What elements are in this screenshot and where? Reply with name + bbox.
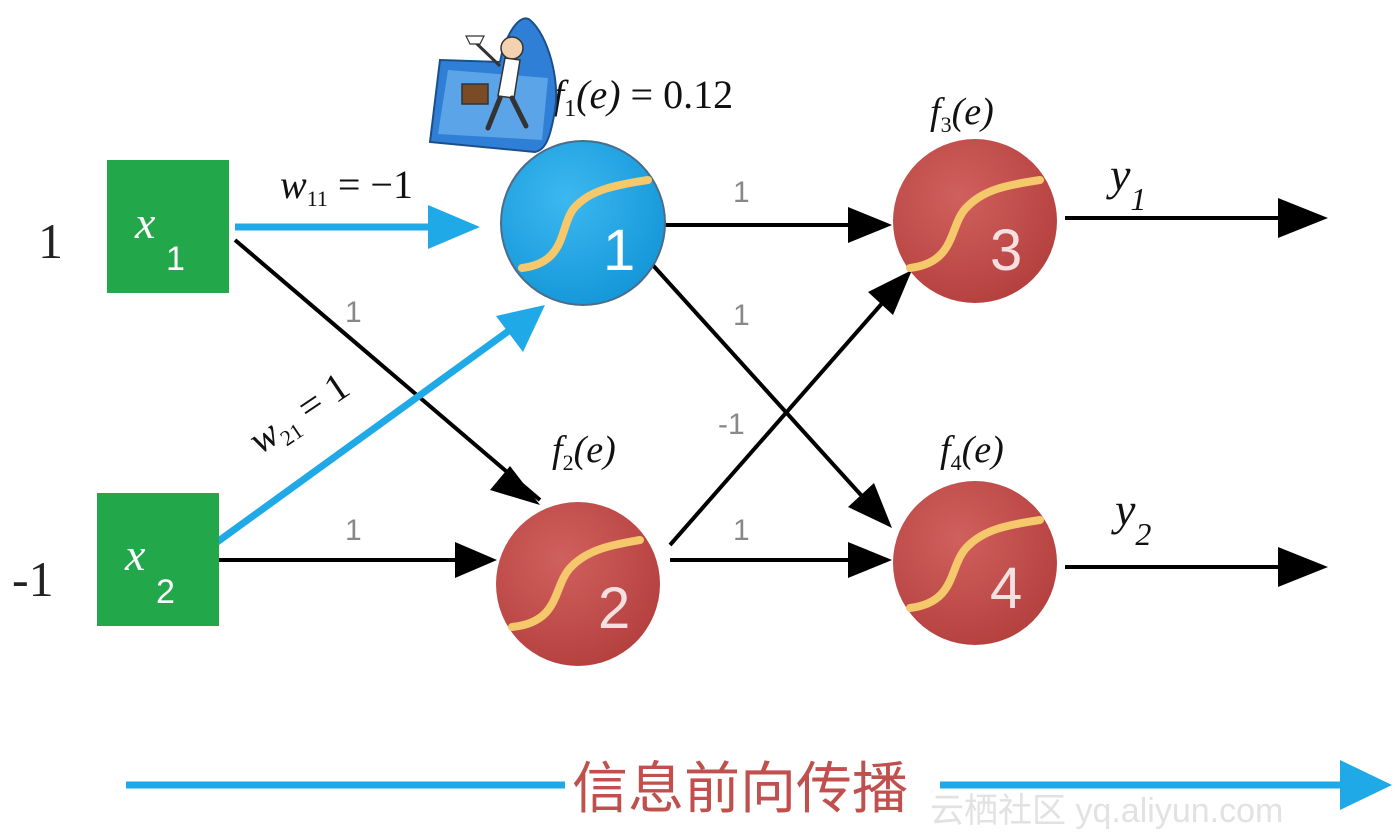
neuron-1: 1 xyxy=(500,140,666,306)
input-x1: x 1 xyxy=(107,160,229,293)
weight-n2-n3: -1 xyxy=(718,408,745,441)
input-box-x1 xyxy=(107,160,229,293)
edge-n4-to-y2-head xyxy=(1278,547,1328,587)
edge-x2-to-n1-active xyxy=(210,327,513,548)
neuron-1-function: f1(e) = 0.12 xyxy=(553,72,733,122)
input-x2: x 2 xyxy=(97,493,219,626)
input-var-x1: x xyxy=(134,197,156,248)
output-y1: y1 xyxy=(1106,149,1146,217)
edge-n2-to-n3-head xyxy=(868,270,912,315)
edge-n2-to-n3 xyxy=(668,298,887,547)
neuron-2: 2 xyxy=(496,502,660,666)
forward-propagation-arrow xyxy=(126,760,1392,810)
neuron-2-body xyxy=(496,502,660,666)
edge-n3-to-y1-head xyxy=(1278,198,1328,238)
weight-w11-label: w11 = −1 xyxy=(280,162,413,211)
neuron-3-body xyxy=(893,139,1057,303)
active-edges xyxy=(210,205,545,548)
running-messenger-icon xyxy=(428,17,558,154)
edge-x1-to-n2-head xyxy=(490,466,540,505)
input-var-x2: x xyxy=(124,529,146,580)
neuron-2-label: 2 xyxy=(598,576,630,641)
neuron-1-label: 1 xyxy=(603,218,635,283)
sigmoid-curve-icon xyxy=(906,176,1044,272)
sigmoid-curve-icon xyxy=(508,536,644,631)
edge-n1-to-n4-head xyxy=(848,483,892,528)
neuron-1-body xyxy=(500,140,666,306)
weight-n1-n3: 1 xyxy=(733,176,750,209)
neuron-4: 4 xyxy=(893,481,1057,645)
edge-x2-to-n1-active-head xyxy=(496,305,545,352)
input-sub-x1: 1 xyxy=(166,240,185,278)
input-box-x2 xyxy=(97,493,219,626)
neuron-3-function: f3(e) xyxy=(930,91,994,137)
sigmoid-curve-icon xyxy=(518,176,652,272)
neuron-3-label: 3 xyxy=(990,218,1022,283)
input-sub-x2: 2 xyxy=(156,573,175,611)
edge-n1-to-n4 xyxy=(648,260,872,507)
edges xyxy=(215,198,1328,587)
weight-x1-n2: 1 xyxy=(345,296,362,329)
input-value-2: -1 xyxy=(12,551,54,607)
edge-n1-to-n3-head xyxy=(848,207,892,243)
edge-x1-to-n2 xyxy=(233,238,542,502)
neuron-2-function: f2(e) xyxy=(552,429,616,475)
edge-x2-to-n2-head xyxy=(455,542,497,578)
forward-propagation-caption: 信息前向传播 xyxy=(572,757,908,820)
edge-n2-to-n4-head xyxy=(848,542,892,578)
edge-x1-to-n1-active-head xyxy=(428,205,480,249)
neuron-4-body xyxy=(893,481,1057,645)
weight-n1-n4: 1 xyxy=(733,299,750,332)
weight-x2-n2: 1 xyxy=(345,514,362,547)
neuron-3: 3 xyxy=(893,139,1057,303)
neuron-4-label: 4 xyxy=(990,556,1022,621)
output-y2: y2 xyxy=(1111,484,1151,552)
neuron-4-function: f4(e) xyxy=(940,429,1004,475)
weight-n2-n4: 1 xyxy=(733,514,750,547)
sigmoid-curve-icon xyxy=(906,516,1044,612)
input-value-1: 1 xyxy=(38,213,63,269)
watermark: 云栖社区 yq.aliyun.com xyxy=(930,792,1283,830)
